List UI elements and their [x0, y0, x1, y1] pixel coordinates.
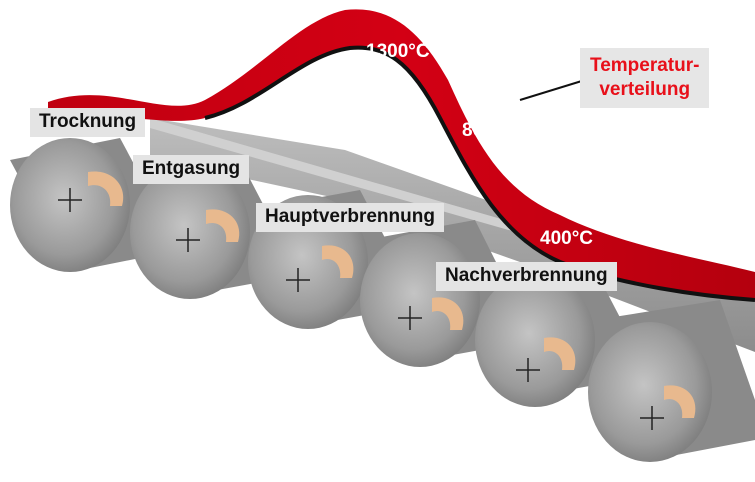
axle-cross-icon — [516, 358, 540, 382]
temperature-curve — [48, 9, 755, 302]
zone-label-main-combustion: Hauptverbrennung — [256, 203, 444, 232]
legend-leader-line — [519, 79, 586, 101]
axle-cross-icon — [58, 188, 82, 212]
temperature-label-200: 200°C — [96, 75, 150, 96]
axle-cross-icon — [286, 268, 310, 292]
gear-icon — [206, 209, 240, 242]
gear-icon — [88, 171, 124, 206]
gear-icon — [322, 245, 354, 278]
zone-label-drying: Trocknung — [30, 108, 146, 137]
temperature-label-800: 800°C — [462, 120, 516, 141]
zone-label-post-combustion: Nachverbrennung — [436, 262, 617, 291]
temperature-band — [48, 9, 755, 301]
temperature-curve-edge — [204, 45, 755, 302]
legend-line-1: Temperatur- — [590, 55, 700, 76]
gear-icon — [544, 337, 576, 370]
temperature-label-1300: 1300°C — [366, 41, 430, 62]
temperature-label-400: 400°C — [540, 228, 594, 249]
gear-icon — [664, 385, 696, 418]
legend-line-2: verteilung — [599, 79, 691, 100]
zone-label-degassing: Entgasung — [133, 155, 250, 184]
gear-icon — [432, 297, 464, 330]
legend-temperature-distribution: Temperatur- verteilung — [580, 48, 710, 108]
axle-cross-icon — [176, 228, 200, 252]
axle-cross-icon — [640, 406, 664, 430]
roller-6 — [588, 300, 755, 462]
axle-cross-icon — [398, 306, 422, 330]
